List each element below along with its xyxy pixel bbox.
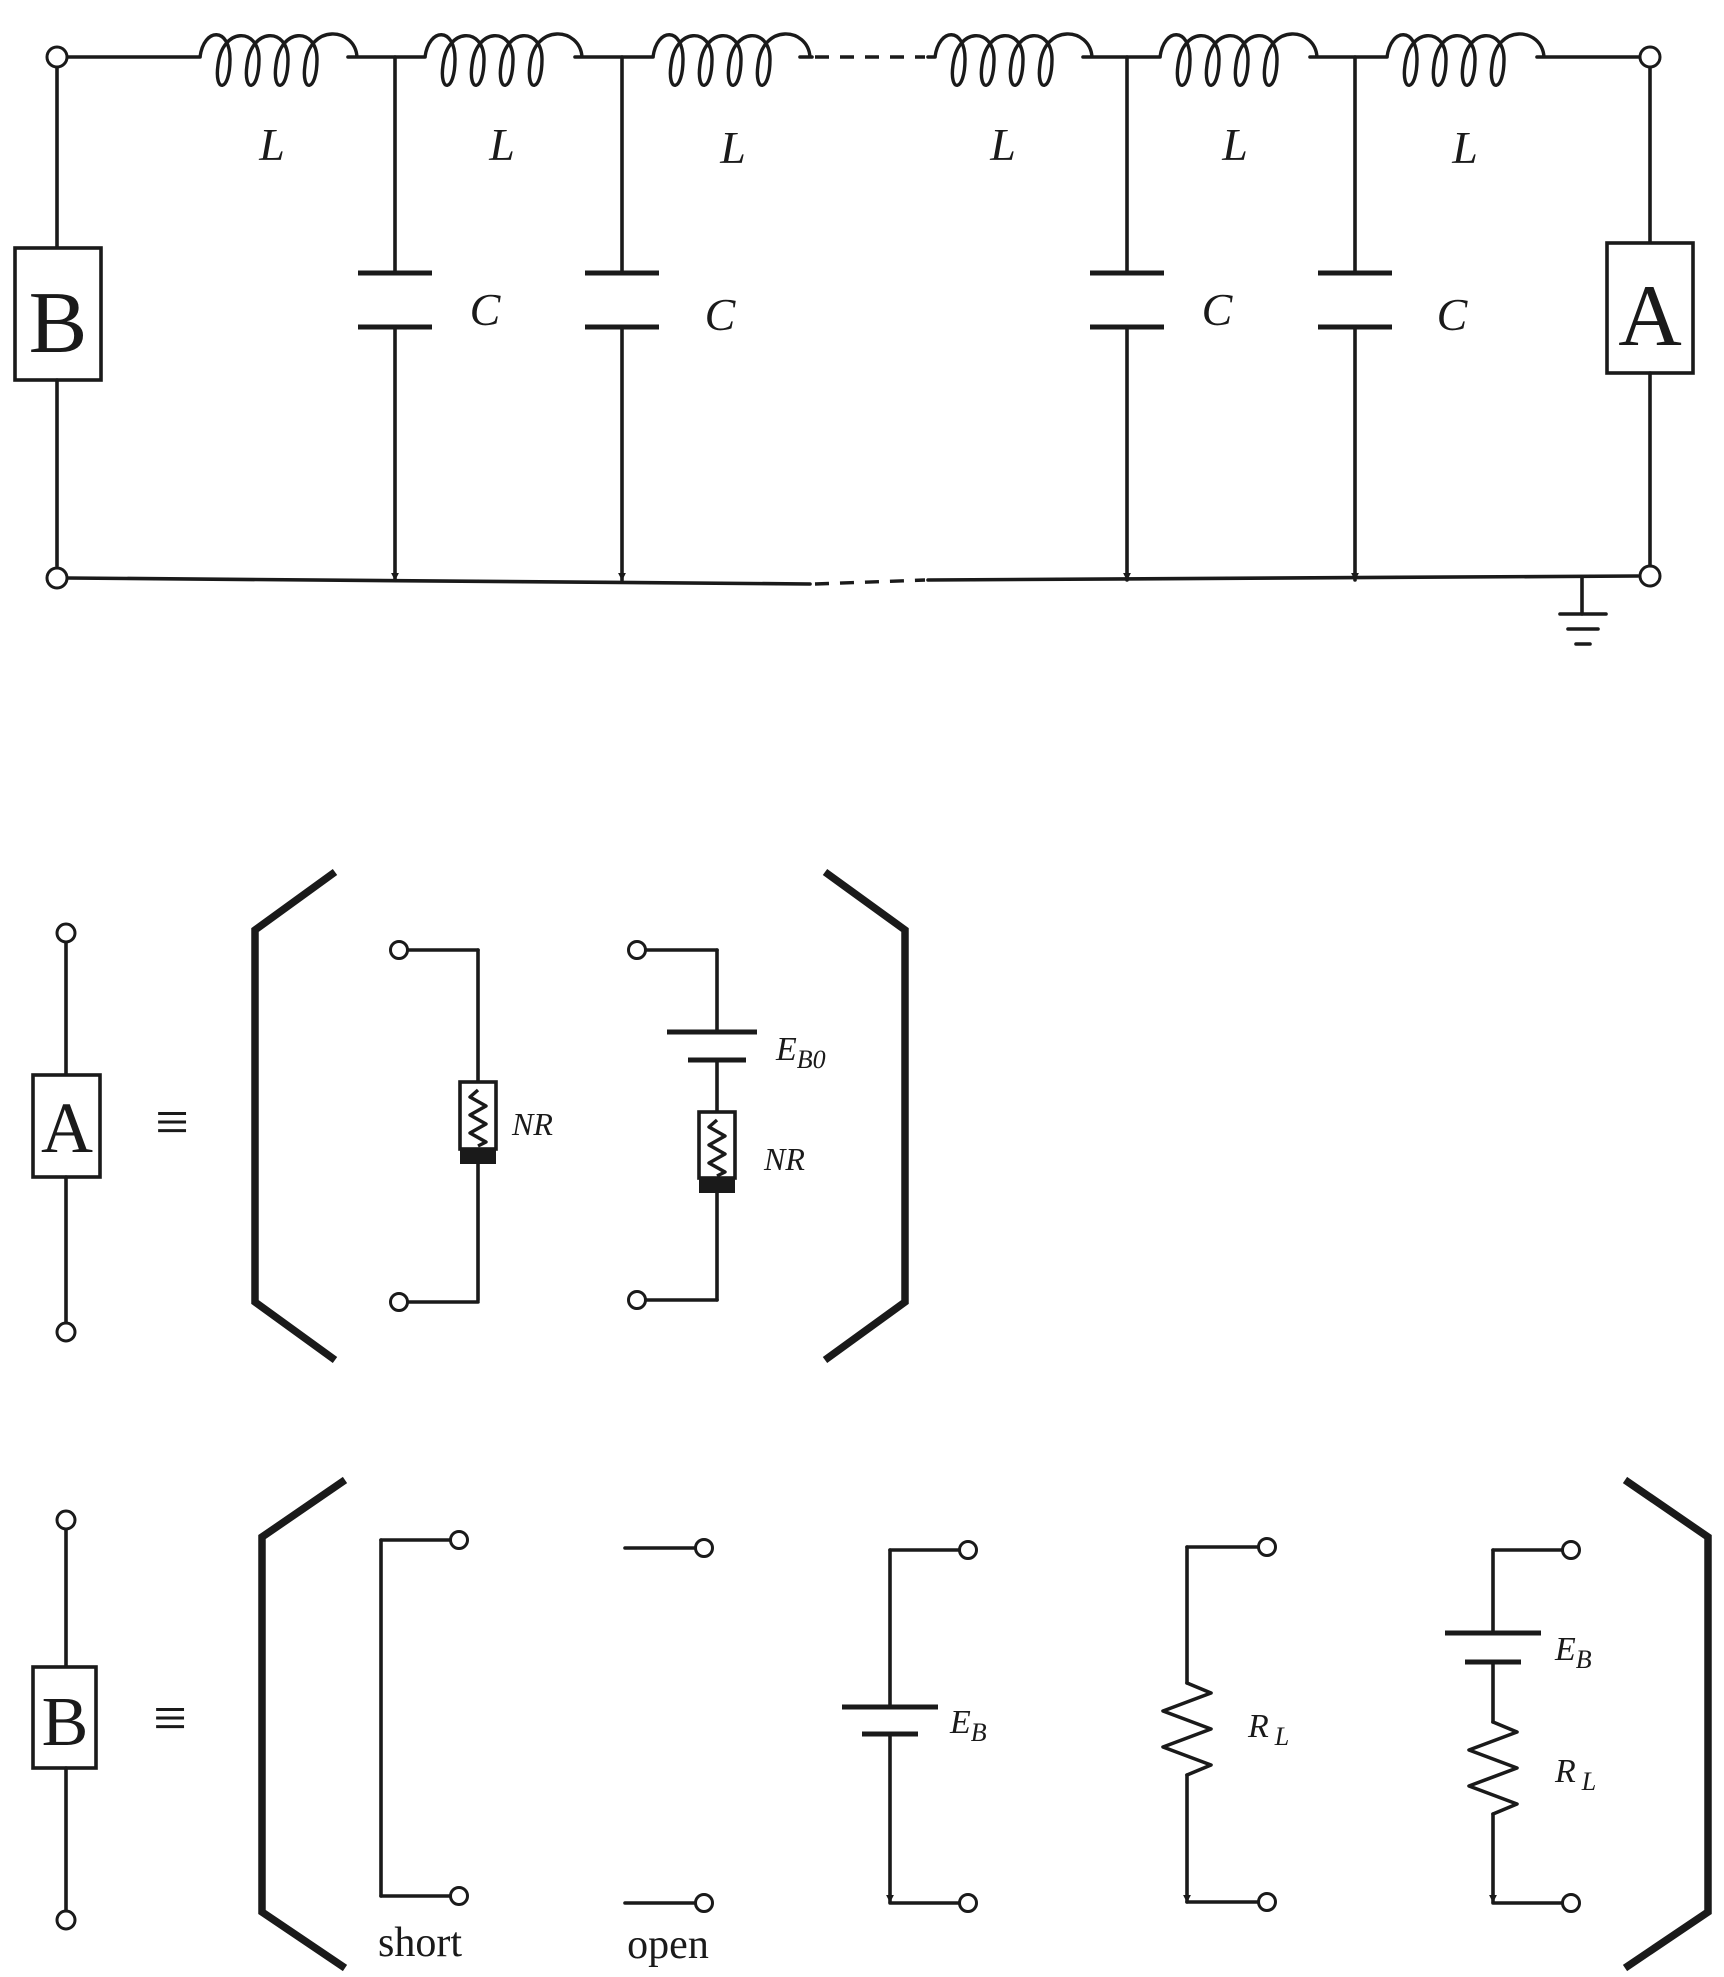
inductors [198, 32, 1546, 87]
rl-subscript: L [1581, 1767, 1596, 1796]
eb-label-2: EB [1554, 1631, 1592, 1674]
rl-subscript: L [1274, 1722, 1289, 1751]
definition-b: B ≡ short open [31, 1476, 1712, 1972]
right-bracket-a [822, 868, 909, 1364]
terminal [1561, 1893, 1581, 1913]
terminal [627, 1290, 647, 1310]
equivalence-symbol-a: ≡ [155, 1089, 189, 1155]
block-a-small [31, 1073, 102, 1179]
block-b-label: B [29, 275, 88, 372]
block-b-small [31, 1665, 98, 1770]
terminal [1257, 1892, 1277, 1912]
block-a [1605, 241, 1695, 375]
terminal [449, 1530, 469, 1550]
block-a-small-label: A [41, 1088, 93, 1168]
block-b-small-label: B [42, 1684, 89, 1761]
resistor-icon [1467, 1720, 1519, 1816]
terminal-bottom-right [1638, 564, 1662, 588]
block-a-label: A [1618, 268, 1682, 365]
eb-subscript: B [971, 1718, 987, 1747]
inductor-icon-2 [423, 32, 584, 87]
inductor-label-1: L [258, 119, 285, 170]
terminal [55, 922, 77, 944]
terminal [958, 1540, 978, 1560]
capacitor-branch-4 [1318, 55, 1392, 582]
terminal [1561, 1540, 1581, 1560]
eb-letter: E [949, 1704, 971, 1741]
capacitor-label-2: C [705, 289, 737, 340]
right-bracket-b [1622, 1476, 1712, 1972]
option-a-source-nr: EB0 NR [627, 940, 826, 1310]
right-port: A [1605, 45, 1695, 588]
eb-label-1: EB [949, 1704, 987, 1747]
terminal [958, 1893, 978, 1913]
option-a-nr: NR [389, 940, 553, 1312]
left-bracket-a [251, 868, 338, 1364]
capacitor-branch-2 [585, 55, 659, 582]
rl-letter: R [1247, 1708, 1269, 1745]
inductor-label-4: L [989, 119, 1016, 170]
option-b-short: short [378, 1530, 469, 1966]
bottom-rail [65, 574, 1640, 586]
left-bracket-b [258, 1476, 348, 1972]
inductor-label-6: L [1451, 122, 1478, 173]
rect [460, 1149, 496, 1164]
terminal-top-right [1638, 45, 1662, 69]
terminal [389, 940, 409, 960]
terminal [55, 1321, 77, 1343]
definition-a: A ≡ NR [31, 868, 909, 1364]
rect [699, 1178, 735, 1193]
terminal [55, 1909, 77, 1931]
capacitor-label-1: C [470, 284, 502, 335]
rl-letter: R [1554, 1753, 1576, 1790]
eb0-subscript: B0 [797, 1045, 826, 1074]
capacitor-label-3: C [1202, 284, 1234, 335]
eb0-label: EB0 [775, 1031, 826, 1074]
inductor-icon-3 [651, 32, 812, 87]
terminal [1257, 1537, 1277, 1557]
terminal [694, 1893, 714, 1913]
eb-letter: E [1554, 1631, 1576, 1668]
capacitor-branch-1 [358, 55, 432, 582]
terminal [389, 1292, 409, 1312]
inductor-icon-6 [1385, 32, 1546, 87]
eb0-letter: E [775, 1031, 797, 1068]
eb-subscript: B [1576, 1645, 1592, 1674]
nr-label-1: NR [511, 1106, 553, 1142]
inductor-label-3: L [719, 122, 746, 173]
terminal-top-left [45, 45, 69, 69]
inductor-label-5: L [1221, 119, 1248, 170]
open-caption: open [627, 1922, 709, 1968]
nr-label-2: NR [763, 1141, 805, 1177]
short-caption: short [378, 1920, 462, 1966]
terminal [449, 1886, 469, 1906]
resistor-icon [1161, 1681, 1213, 1777]
option-b-source: EB [842, 1540, 987, 1913]
left-port: B [13, 45, 103, 590]
terminal-bottom-left [45, 566, 69, 590]
terminal [694, 1538, 714, 1558]
equivalence-symbol-b: ≡ [153, 1685, 187, 1751]
inductor-icon-5 [1158, 32, 1319, 87]
option-b-open: open [623, 1538, 714, 1968]
capacitor-branch-3 [1090, 55, 1164, 582]
ground-icon [1558, 576, 1608, 646]
terminal [627, 940, 647, 960]
capacitor-label-4: C [1437, 289, 1469, 340]
ladder-network: L L L L L L [13, 32, 1695, 646]
terminal [55, 1509, 77, 1531]
inductor-label-2: L [488, 119, 515, 170]
inductor-icon-4 [933, 32, 1094, 87]
inductor-icon-1 [198, 32, 359, 87]
